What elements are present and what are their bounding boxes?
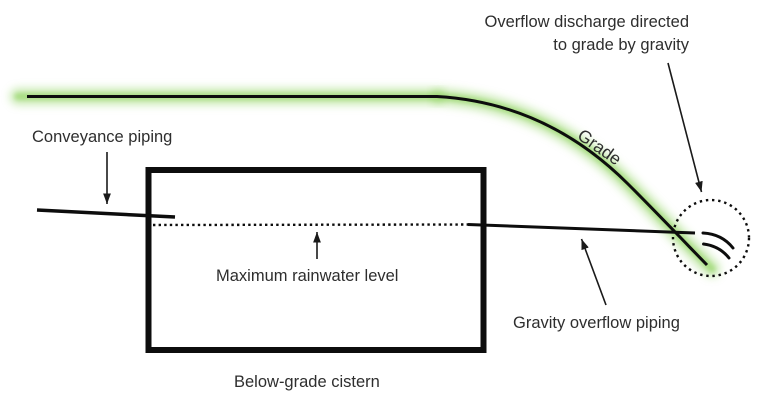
below-grade-cistern-label: Below-grade cistern — [234, 373, 380, 391]
grade-highlight-glow-core — [14, 93, 716, 273]
overflow-discharge-label-line2: to grade by gravity — [553, 36, 689, 54]
grade-surface-line — [27, 95, 709, 267]
discharge-flow-arc-upper — [701, 231, 735, 250]
conveyance-piping-line — [36, 208, 176, 219]
gravity-overflow-piping-line — [467, 223, 696, 235]
gravity-overflow-piping-arrow — [580, 238, 607, 306]
grade-highlight-glow-outer — [10, 88, 720, 277]
gravity-overflow-piping-label: Gravity overflow piping — [513, 314, 680, 332]
discharge-flow-arc-lower — [702, 242, 731, 260]
overflow-discharge-outlet-circle — [671, 198, 751, 278]
overflow-discharge-label-line1: Overflow discharge directed — [484, 13, 689, 31]
maximum-rainwater-level-label: Maximum rainwater level — [216, 267, 399, 285]
maximum-rainwater-level-dotted-line — [152, 223, 469, 227]
overflow-discharge-arrow — [667, 62, 703, 193]
overflow-discharge-label: Overflow discharge directed to grade by … — [484, 11, 689, 57]
below-grade-cistern-box — [145, 167, 487, 353]
conveyance-piping-label: Conveyance piping — [32, 128, 173, 146]
